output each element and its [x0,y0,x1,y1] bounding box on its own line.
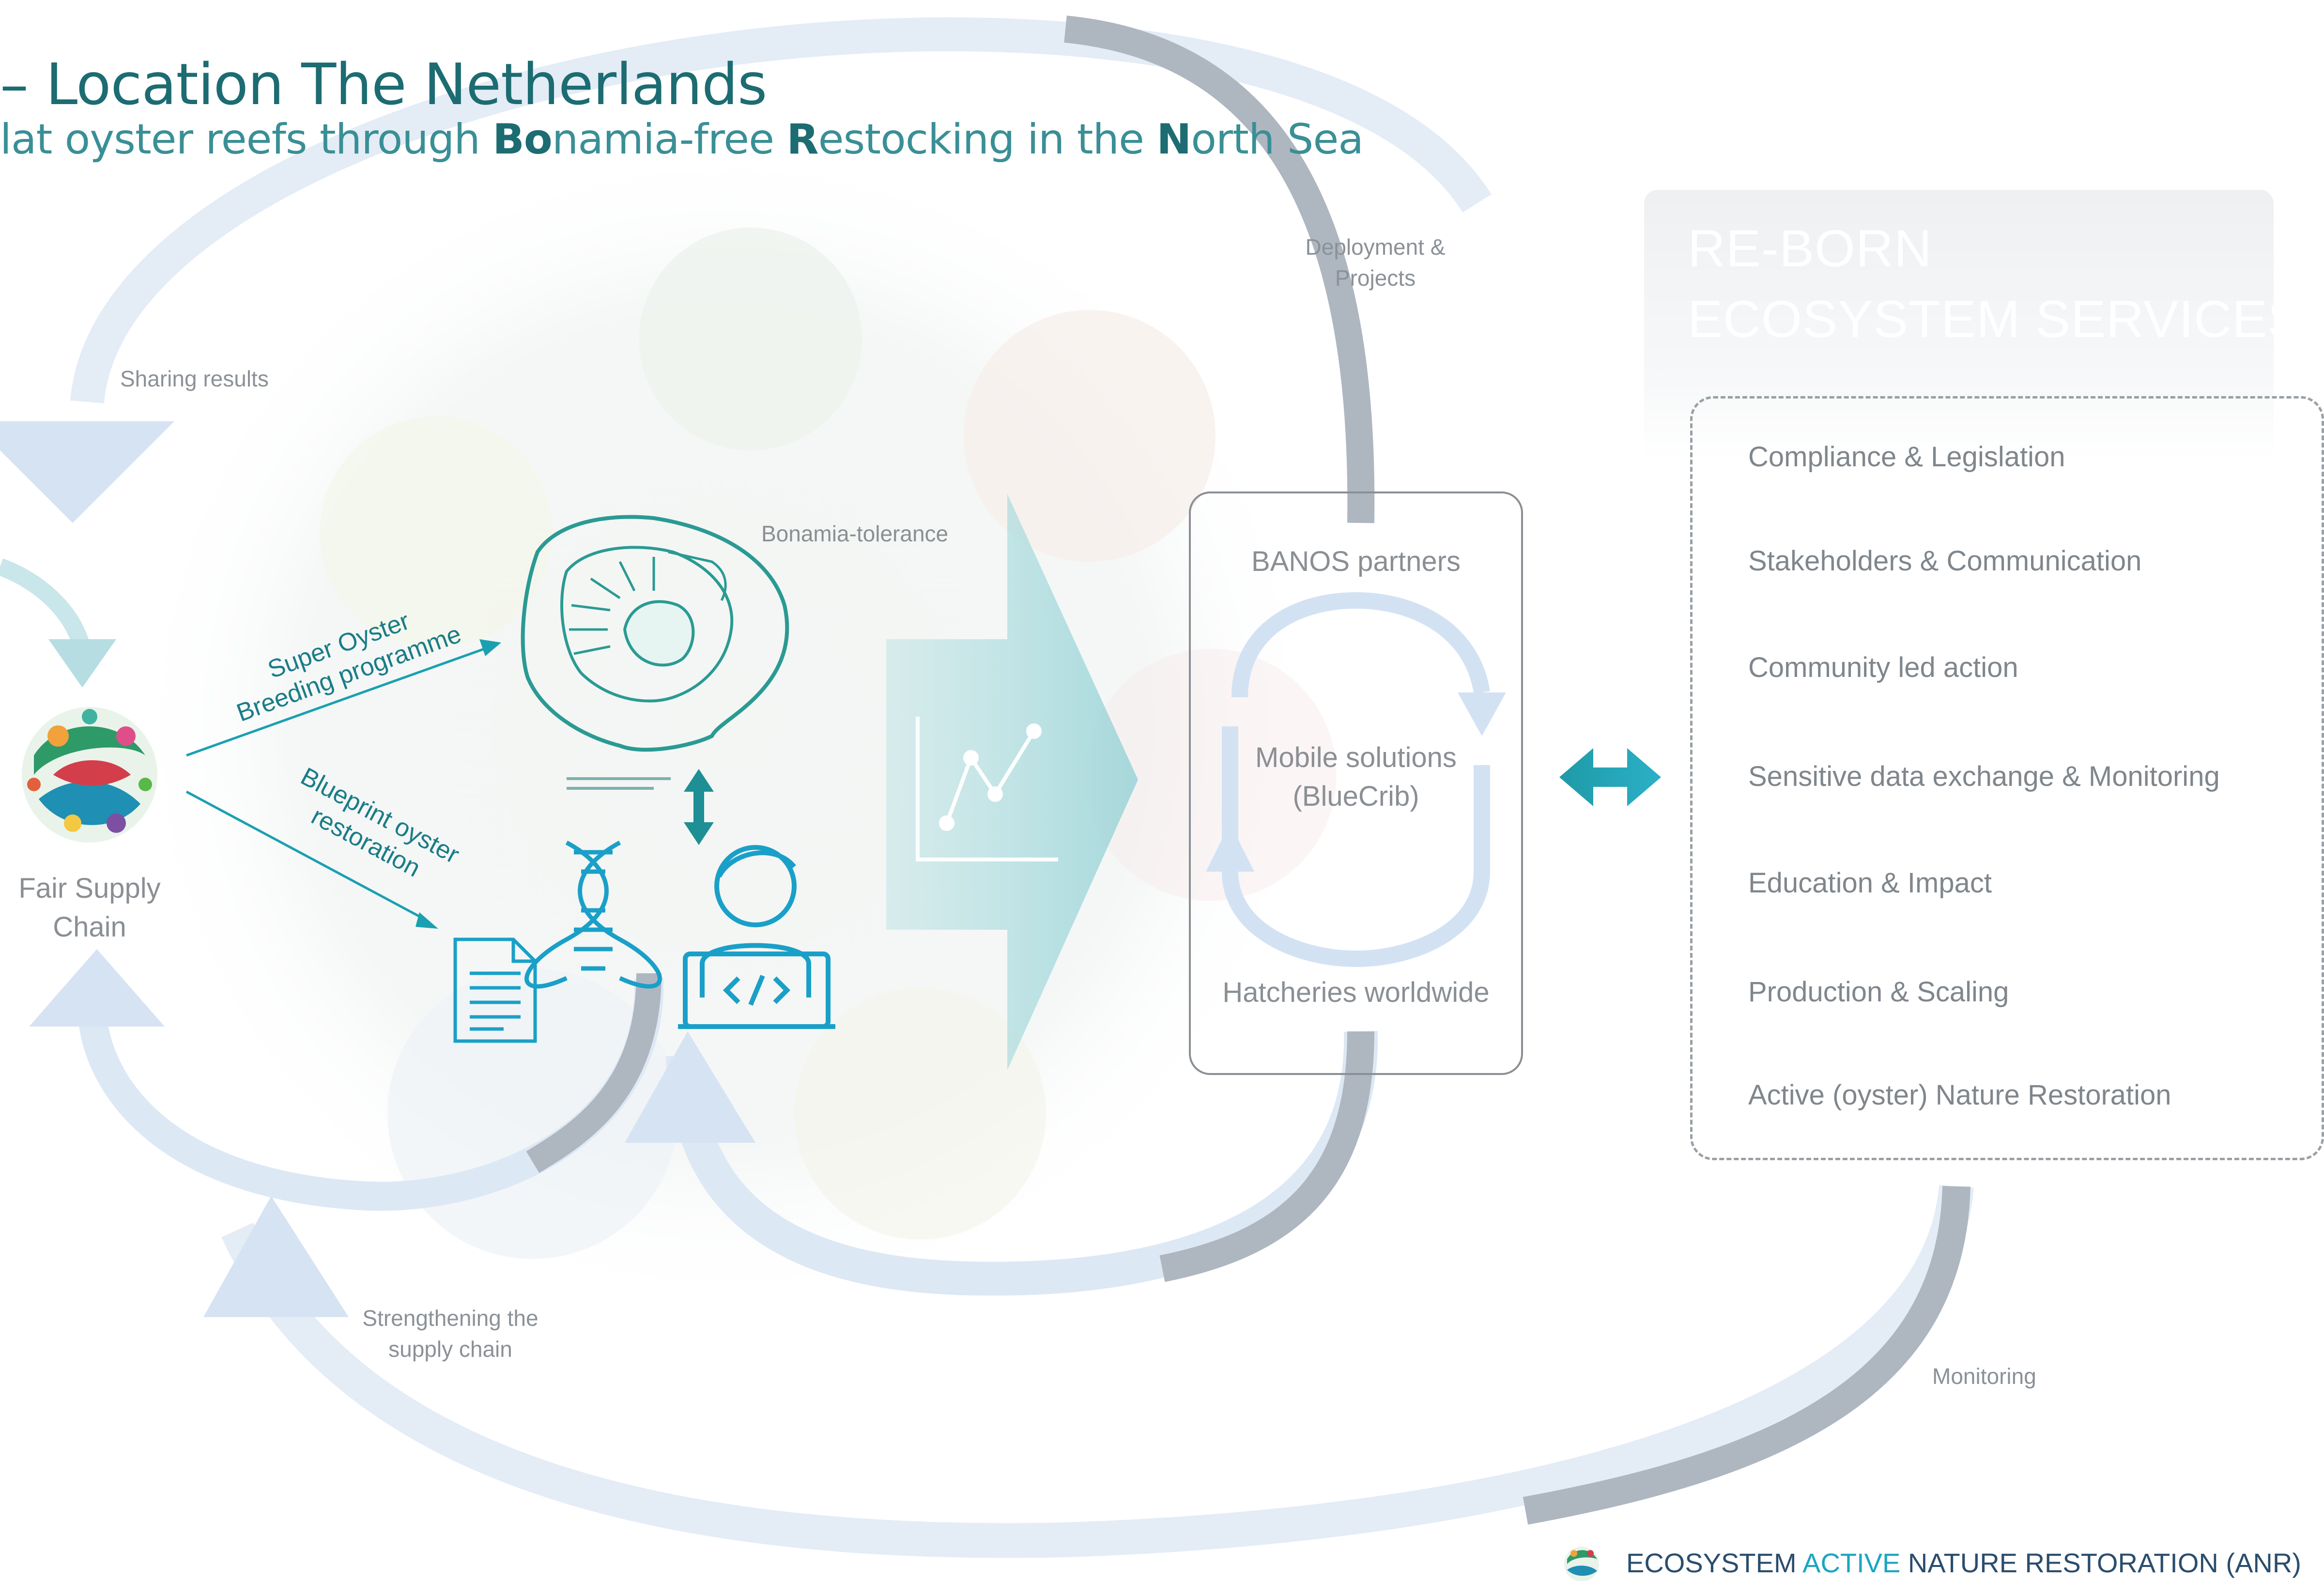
partners-cycle-icon [1222,592,1490,967]
deployment-arc-arrow [1064,15,1375,523]
monitoring-arrow [203,1185,1974,1558]
biodiversity-circle-logo [22,707,157,843]
dna-icon [524,841,662,989]
footer-anr-label: ECOSYSTEM ACTIVE NATURE RESTORATION (ANR… [1626,1547,2301,1579]
services-box [1690,396,2324,1160]
super-oyster-arrow [186,639,501,757]
reborn-title-line2: ECOSYSTEM SERVICES [1688,290,2303,348]
strengthening-label-line1: Strengthening the [362,1305,539,1331]
mobile-solutions-line1: Mobile solutions [1255,742,1457,773]
line-chart-icon [916,717,1058,861]
footer-text-accent: ACTIVE [1802,1548,1901,1578]
developer-icon [678,845,835,1029]
footer-text-part3: NATURE RESTORATION (ANR) [1900,1548,2301,1578]
subtitle-part: R [786,115,818,164]
blueprint-arrow [185,790,438,929]
mobile-solutions-line2: (BlueCrib) [1293,781,1419,812]
fair-supply-chain-line1: Fair Supply [18,873,161,904]
incoming-arrow-to-logo [0,558,116,688]
subtitle-part: N [1156,115,1191,164]
partners-cycle-arrowheads [1206,692,1506,872]
page-subtitle: lat oyster reefs through Bonamia-free Re… [0,115,1364,164]
oyster-caption-lines [567,777,671,790]
reborn-title: RE-BORN ECOSYSTEM SERVICES [1688,213,2303,354]
subtitle-part: namia-free [552,115,787,164]
hatcheries-return-arrow [625,1031,1378,1296]
deployment-label-line1: Deployment & [1305,234,1446,260]
service-item: Community led action [1748,652,2018,683]
sharing-results-loop-arrow [0,17,1492,523]
subtitle-part: estocking in the [818,115,1157,164]
decorative-nature-illustration [121,131,1337,1322]
deployment-label: Deployment & Projects [1259,231,1492,293]
service-item: Active (oyster) Nature Restoration [1748,1079,2171,1111]
partners-box [1189,491,1523,1075]
footer-logo-icon [1564,1547,1599,1581]
sharing-results-label: Sharing results [120,366,269,391]
subtitle-part: orth Sea [1191,115,1364,164]
oyster-shell-icon [521,515,789,752]
document-icon [453,937,537,1043]
banos-partners-label: BANOS partners [1251,546,1461,577]
deployment-label-line2: Projects [1335,265,1416,291]
fair-supply-chain-line2: Chain [53,911,126,943]
subtitle-part: Bo [493,115,553,164]
reborn-header-box [1644,190,2274,461]
page-title: – Location The Netherlands [0,51,767,118]
strengthening-label: Strengthening the supply chain [329,1303,571,1365]
monitoring-label: Monitoring [1932,1364,2036,1389]
strengthening-label-line2: supply chain [388,1336,512,1362]
bonamia-tolerance-label: Bonamia-tolerance [761,521,949,546]
service-item: Compliance & Legislation [1748,441,2065,473]
double-arrow-icon [1559,748,1661,806]
bonamia-tolerance-arrow [886,494,1138,1070]
service-item: Education & Impact [1748,867,1992,899]
fair-supply-chain-label: Fair Supply Chain [5,869,174,947]
service-item: Sensitive data exchange & Monitoring [1748,761,2220,792]
service-item: Stakeholders & Communication [1748,545,2142,577]
vertical-double-arrow-icon [684,769,714,845]
inner-loop-arrow [29,949,664,1211]
footer-text-part1: ECOSYSTEM [1626,1548,1803,1578]
reborn-title-line1: RE-BORN [1688,219,1933,277]
mobile-solutions-label: Mobile solutions (BlueCrib) [1189,738,1523,816]
subtitle-part: lat oyster reefs through [0,115,493,164]
hatcheries-label: Hatcheries worldwide [1222,977,1490,1008]
service-item: Production & Scaling [1748,976,2009,1008]
